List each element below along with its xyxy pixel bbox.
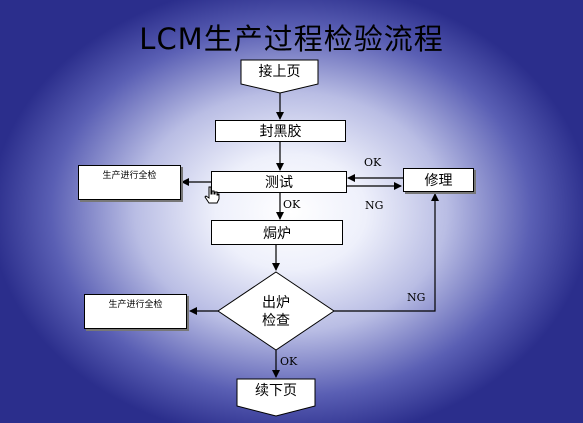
full-check-box-2: 生产进行全检 [84, 294, 187, 329]
label-inspect-ng: NG [407, 291, 426, 304]
glue-node-label: 封黑胶 [259, 124, 302, 140]
test-node-label: 测试 [265, 175, 293, 191]
label-test-ok: OK [283, 198, 301, 211]
repair-node: 修理 [403, 168, 474, 192]
end-node-shape [236, 378, 316, 417]
edge-inspect-repair [334, 193, 439, 312]
full-check-box-1: 生产进行全检 [78, 165, 181, 200]
glue-node: 封黑胶 [215, 120, 346, 142]
full-check-label-1: 生产进行全检 [102, 171, 157, 181]
start-node-shape [240, 59, 319, 94]
full-check-label-2: 生产进行全检 [108, 300, 163, 310]
inspect-label-line2: 检查 [262, 313, 290, 329]
label-test-ng: NG [365, 199, 384, 212]
label-inspect-ok: OK [280, 355, 298, 368]
hand-cursor-icon [204, 186, 220, 204]
inspect-diamond-shape [217, 271, 335, 351]
repair-node-label: 修理 [424, 173, 453, 189]
start-node-label: 接上页 [258, 64, 301, 80]
oven-node: 焗炉 [211, 220, 343, 245]
end-node-label: 续下页 [255, 383, 297, 399]
label-repair-ok: OK [364, 156, 382, 169]
inspect-label-line1: 出炉 [262, 295, 290, 311]
oven-node-label: 焗炉 [263, 225, 291, 242]
test-node: 测试 [211, 171, 347, 193]
inspect-node-label: 出炉 检查 [236, 294, 316, 330]
page-title: LCM生产过程检验流程 [139, 22, 444, 56]
